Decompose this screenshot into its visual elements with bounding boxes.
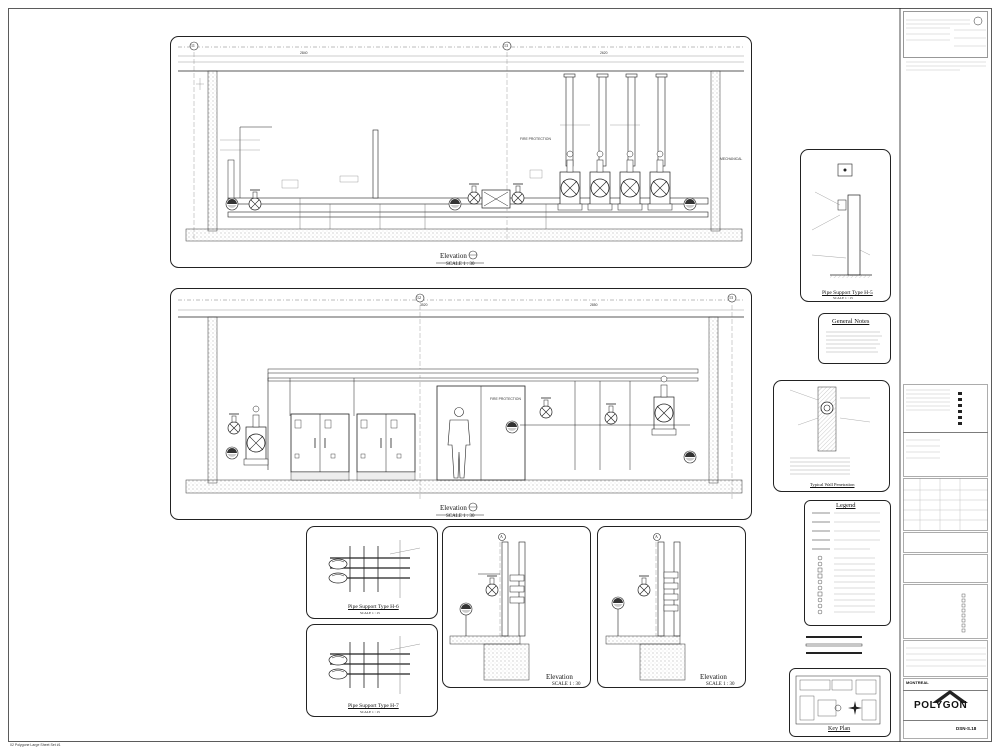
elevation-small-b-scale: SCALE 1 : 30 [706,682,735,687]
pipe-support-h7-panel [306,624,438,717]
elevation-top: 2840 2620 FIRE PROTECTION MECHANICAL [170,36,752,268]
drawing-number: DSN-S.18 [956,726,977,731]
elevation-middle: 3520 2850 FIRE PROTECTION [170,288,752,520]
svg-text:2620: 2620 [600,51,608,55]
elevation-top-title: Elevation [440,252,467,260]
svg-text:2850: 2850 [590,303,598,307]
company-logo-text: POLYGON [914,700,968,711]
grid-bubble-small-b: A [655,534,658,539]
svg-text:FIRE PROTECTION: FIRE PROTECTION [520,137,551,141]
key-plan-title: Key Plan [828,726,851,732]
pipe-support-h5-scale: SCALE 1 : 15 [833,296,853,300]
elevation-small-b [597,526,746,688]
general-notes-title: General Notes [832,318,870,325]
elevation-top-scale: SCALE 1 : 30 [446,262,475,267]
pipe-support-h7-title: Pipe Support Type H-7 [348,703,399,709]
wall-penetration-title: Typical Wall Penetration [810,482,855,487]
pipe-support-h6-panel [306,526,438,619]
grid-bubble-small-a: A [500,534,503,539]
elevation-middle-title: Elevation [440,504,467,512]
elevation-middle-scale: SCALE 1 : 30 [446,514,475,519]
pipe-support-h5-panel [800,149,891,302]
svg-text:2840: 2840 [300,51,308,55]
elevation-small-b-title: Elevation [700,673,727,681]
footer-file-label: 02 Polygone Large Sheet Set #1 [10,743,61,747]
elevation-small-a [442,526,591,688]
svg-text:MECHANICAL: MECHANICAL [720,157,742,161]
legend-title: Legend [836,502,856,509]
pipe-support-h7-scale: SCALE 1 : 15 [360,710,380,714]
grid-bubble-top-left: 11 [191,43,195,48]
pipe-support-h6-title: Pipe Support Type H-6 [348,604,399,610]
pipe-support-h5-title: Pipe Support Type H-5 [822,290,873,296]
svg-text:FIRE PROTECTION: FIRE PROTECTION [490,397,521,401]
scale-bars [805,636,863,654]
city-label: MONTREAL [906,680,929,685]
wall-penetration-panel [773,380,890,492]
general-notes-panel [818,313,891,364]
grid-bubble-mid-center: 12 [417,295,421,300]
grid-bubble-top-mid: 13 [504,43,508,48]
elevation-small-a-scale: SCALE 1 : 30 [552,682,581,687]
grid-bubble-mid-right: 13 [729,295,733,300]
pipe-support-h6-scale: SCALE 1 : 15 [360,611,380,615]
key-plan-panel [789,668,891,737]
svg-text:3520: 3520 [420,303,428,307]
elevation-small-a-title: Elevation [546,673,573,681]
legend-panel [804,500,891,626]
title-block [899,8,988,742]
